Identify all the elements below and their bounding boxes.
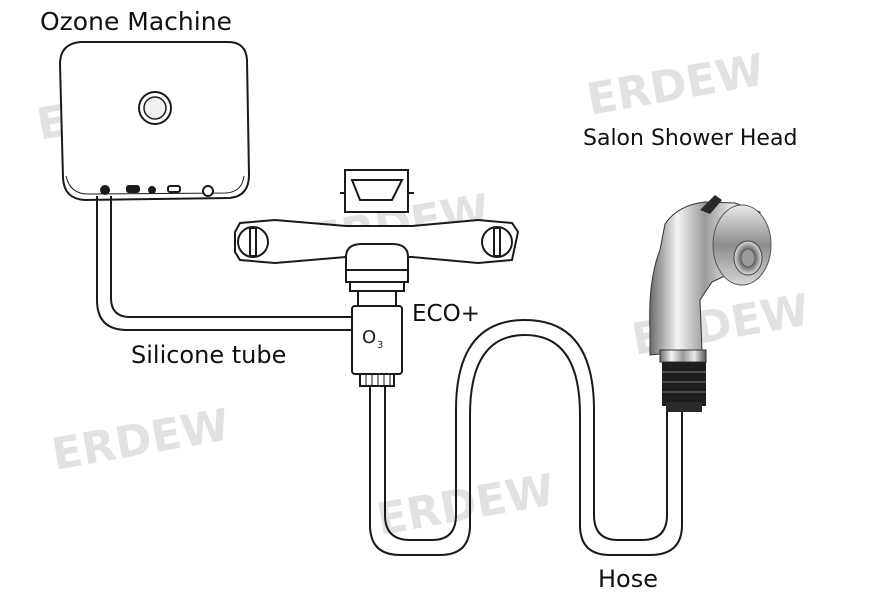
shower-head-neck — [659, 349, 707, 363]
hose-inner — [384, 318, 668, 541]
faucet-spout-ring — [349, 281, 405, 292]
eco-valve-collar — [357, 290, 397, 307]
silicone-tube-label: Silicone tube — [131, 341, 287, 369]
shower-head-nozzle-center — [740, 248, 756, 268]
faucet-right-handle-slot — [493, 227, 501, 257]
ozone-port-1 — [100, 185, 110, 195]
shower-head — [649, 195, 772, 412]
ozone-power-button-inner — [143, 96, 167, 120]
ozone-machine — [58, 41, 251, 202]
shower-head-tab — [700, 195, 722, 214]
faucet — [234, 169, 520, 292]
eco-valve-thread — [359, 373, 395, 387]
o3-symbol: O — [362, 327, 376, 348]
eco-valve: O 3 — [351, 290, 403, 387]
hose-outer — [369, 333, 683, 556]
silicone-tube-inner — [110, 196, 352, 318]
shower-head-thread — [662, 362, 706, 406]
shower-head-thread-end — [666, 402, 702, 412]
watermark-5: ERDEW — [48, 400, 233, 481]
ozone-port-2 — [126, 185, 140, 193]
ozone-port-3 — [148, 186, 156, 194]
ozone-machine-label: Ozone Machine — [40, 7, 232, 36]
salon-shower-head-label: Salon Shower Head — [583, 126, 798, 151]
o3-subscript: 3 — [377, 340, 383, 351]
ozone-machine-edge — [65, 175, 245, 195]
watermark-6: ERDEW — [373, 465, 558, 546]
silicone-tube — [96, 196, 352, 331]
faucet-spout-dome — [345, 243, 409, 283]
hose — [369, 318, 683, 556]
silicone-tube-outer — [96, 196, 352, 331]
watermark-2: ERDEW — [583, 45, 768, 126]
hose-label: Hose — [598, 565, 658, 593]
faucet-top-inset — [350, 179, 404, 201]
ozone-port-5 — [202, 185, 214, 197]
eco-plus-label: ECO+ — [412, 301, 480, 327]
ozone-port-4 — [167, 185, 181, 193]
faucet-body — [234, 218, 520, 265]
faucet-left-handle-slot — [249, 227, 257, 257]
